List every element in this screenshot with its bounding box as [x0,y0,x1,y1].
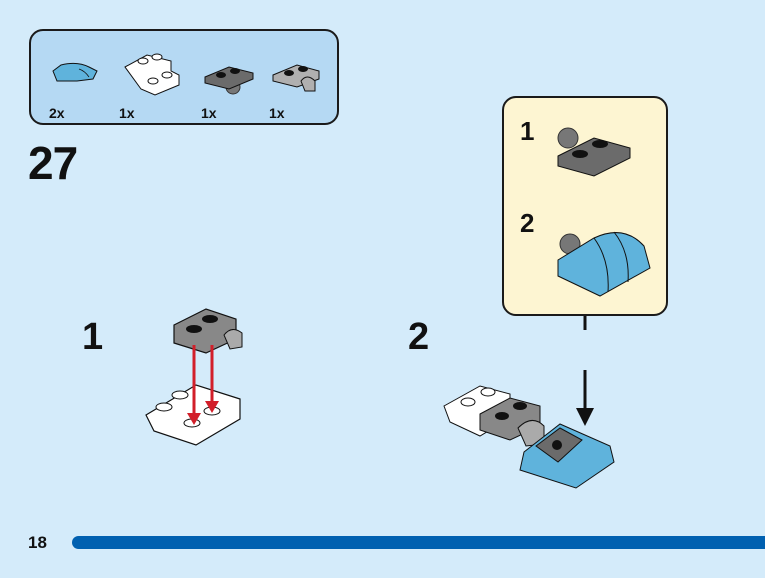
callout-connector [583,316,587,330]
callout-step-1-illustration [557,127,631,177]
light-blue-curved-slope-icon [52,62,98,82]
callout-step-label: 2 [520,208,535,238]
substep-label: 2 [408,316,430,358]
page-number: 18 [28,533,47,552]
step-number: 27 [28,137,78,189]
light-gray-plate-clip-icon [272,64,320,92]
substep-2-illustration [443,370,615,489]
part-quantity: 1x [269,105,285,121]
part-quantity: 1x [119,105,135,121]
substep-1-illustration [145,308,243,446]
part-quantity: 2x [49,105,65,121]
callout-box: 1 2 [502,96,668,316]
callout-step-2-illustration [557,231,651,297]
dark-gray-plate-ball-icon [204,66,254,95]
part-item: 1x [201,41,271,121]
substep-label: 1 [82,316,104,358]
white-inverted-slope-icon [124,53,180,96]
part-item: 2x [49,41,119,121]
parts-list: 2x 1x 1x 1x [29,29,339,125]
footer-bar [72,536,765,549]
part-item: 1x [269,41,339,121]
callout-step-label: 1 [520,116,535,146]
part-quantity: 1x [201,105,217,121]
part-item: 1x [119,41,189,121]
